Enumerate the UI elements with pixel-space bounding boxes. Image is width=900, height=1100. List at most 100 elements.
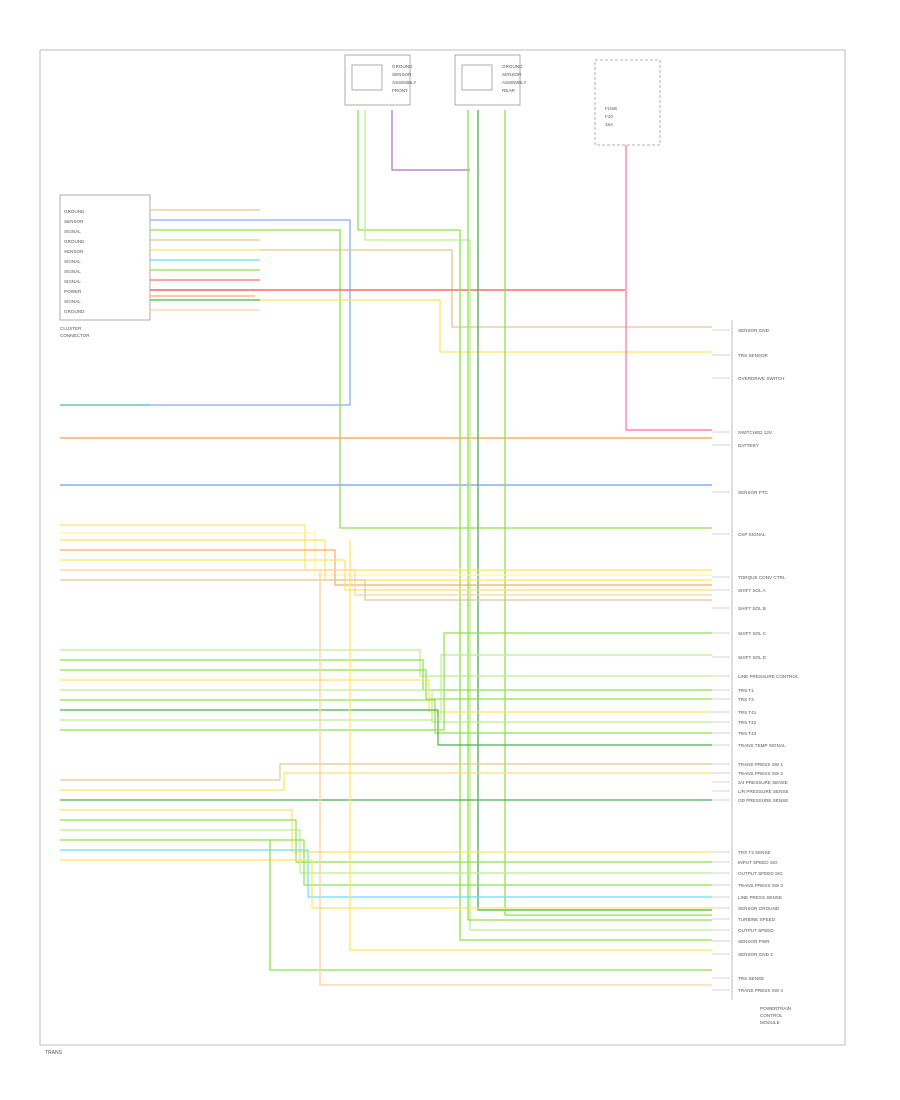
wire-group2 bbox=[60, 709, 712, 746]
pcm-label-line-1: POWERTRAIN bbox=[760, 1006, 791, 1011]
pcm-pin-label: SHIFT SOL D bbox=[738, 655, 767, 660]
pcm-pin-label: TORQUE CONV CTRL bbox=[738, 575, 786, 580]
wire-group1 bbox=[60, 532, 712, 576]
left-connector-pin-5: SENSOR bbox=[64, 249, 84, 254]
wire-yellow-trs bbox=[260, 299, 712, 353]
top-component-2: GROUND SENSOR ASSEMBLY REAR bbox=[454, 54, 526, 106]
pcm-pin-label: SENSOR PWR bbox=[738, 939, 770, 944]
wire-yellow-bottom bbox=[349, 540, 712, 951]
left-connector-pin-10: SIGNAL bbox=[64, 299, 81, 304]
wire-green-to-pcm bbox=[260, 229, 712, 529]
wire-group2 bbox=[60, 669, 712, 700]
pcm-pin-label: TRS T3 SENSE bbox=[738, 850, 771, 855]
pcm-pin-label: TRANS TEMP SIGNAL bbox=[738, 743, 786, 748]
wire-group3 bbox=[60, 859, 712, 909]
top-component-2-line-4: REAR bbox=[502, 88, 515, 93]
pcm-pin-label: BATTERY bbox=[738, 443, 759, 448]
pcm-pin-label: TRS T42 bbox=[738, 720, 757, 725]
pcm-pin-label: TRANS PRESS SW 3 bbox=[738, 883, 783, 888]
wire-group2 bbox=[60, 679, 712, 713]
wire-group1 bbox=[60, 549, 712, 586]
wire-layer bbox=[60, 110, 730, 991]
wire-green-top1-a bbox=[357, 110, 712, 941]
wire-tan-sensor-gnd bbox=[260, 249, 712, 328]
pcm-pin-label: TRS SENSE bbox=[738, 976, 764, 981]
wire-group1 bbox=[60, 559, 712, 591]
pcm-pin-label: INPUT SPEED SIG bbox=[738, 860, 778, 865]
wire-group2 bbox=[60, 649, 712, 677]
left-connector-pin-8: SIGNAL bbox=[64, 279, 81, 284]
wire-pink-power bbox=[625, 145, 712, 431]
top-right-component-line-1: FUSE bbox=[605, 106, 617, 111]
top-component-1-line-3: ASSEMBLY bbox=[392, 80, 416, 85]
pcm-module-label: POWERTRAIN CONTROL MODULE bbox=[760, 1006, 791, 1025]
pcm-label-line-3: MODULE bbox=[760, 1020, 780, 1025]
top-component-1: GROUND SENSOR ASSEMBLY FRONT bbox=[344, 54, 416, 106]
wire-blue-loop bbox=[150, 219, 351, 406]
pcm-pin-label: TRANS PRESS SW 4 bbox=[738, 988, 783, 993]
pcm-pin-label: LINE PRESSURE CONTROL bbox=[738, 674, 799, 679]
wire-green-top1-b bbox=[364, 110, 712, 931]
pcm-pin-label: TRS SENSOR bbox=[738, 353, 769, 358]
wire-group2 bbox=[60, 654, 712, 721]
pcm-pin-label: TRS T41 bbox=[738, 710, 757, 715]
pcm-pin-label: TRS T1 bbox=[738, 688, 754, 693]
wire-group3 bbox=[60, 763, 712, 781]
wire-group1 bbox=[60, 524, 712, 571]
pcm-pin-label: OUTPUT SPEED bbox=[738, 928, 774, 933]
left-connector-pin-3: SIGNAL bbox=[64, 229, 81, 234]
left-connector: GROUND SENSOR SIGNAL GROUND SENSOR SIGNA… bbox=[59, 194, 151, 338]
pcm-pin-label: LINE PRESS SENSE bbox=[738, 895, 782, 900]
left-connector-pin-2: SENSOR bbox=[64, 219, 84, 224]
top-component-1-line-1: GROUND bbox=[392, 64, 413, 69]
left-connector-pin-1: GROUND bbox=[64, 209, 85, 214]
pcm-pin-label: 2/4 PRESSURE SENSE bbox=[738, 780, 788, 785]
wire-group3 bbox=[60, 829, 712, 874]
pcm-pin-label: TRS T44 bbox=[738, 731, 757, 736]
wire-green-bottom bbox=[269, 840, 712, 971]
pcm-pin-label: CKP SIGNAL bbox=[738, 532, 766, 537]
top-component-1-line-2: SENSOR bbox=[392, 72, 412, 77]
wire-group2 bbox=[60, 689, 712, 723]
pcm-pin-label: SENSOR GND bbox=[738, 328, 770, 333]
pcm-pin-label: L/R PRESSURE SENSE bbox=[738, 789, 789, 794]
pcm-pin-label: SENSOR GROUND bbox=[738, 906, 780, 911]
pcm-pin-label: SENSOR PTC bbox=[738, 490, 769, 495]
pcm-pin-label: OVERDRIVE SWITCH bbox=[738, 376, 784, 381]
top-component-2-line-2: SENSOR bbox=[502, 72, 522, 77]
wire-group3 bbox=[60, 839, 712, 886]
wire-group3 bbox=[60, 819, 712, 863]
left-connector-pin-11: GROUND bbox=[64, 309, 85, 314]
top-right-component-line-2: F10 bbox=[605, 114, 613, 119]
pcm-pin-label: SHIFT SOL C bbox=[738, 631, 767, 636]
top-right-component: FUSE F10 15A bbox=[594, 59, 661, 146]
left-connector-pin-9: POWER bbox=[64, 289, 82, 294]
pcm-pin-label: TRANS PRESS SW 2 bbox=[738, 771, 783, 776]
wire-group2 bbox=[60, 699, 712, 734]
wire-group3 bbox=[60, 809, 712, 853]
page-label: TRANS bbox=[45, 1050, 63, 1056]
pcm-label-line-2: CONTROL bbox=[760, 1013, 783, 1018]
wire-group1 bbox=[60, 569, 712, 596]
wire-group2 bbox=[60, 659, 712, 691]
wire-group1 bbox=[60, 579, 712, 601]
wire-group3 bbox=[60, 772, 712, 791]
wire-group3 bbox=[60, 849, 712, 898]
pcm-pin-label: TURBINE SPEED bbox=[738, 917, 776, 922]
top-right-component-line-3: 15A bbox=[605, 122, 614, 127]
diagram-frame bbox=[39, 49, 846, 1046]
left-connector-pin-4: GROUND bbox=[64, 239, 85, 244]
pcm-pin-label: SHIFT SOL A bbox=[738, 588, 767, 593]
pcm-pin-label: OD PRESSURE SENSE bbox=[738, 798, 788, 803]
pcm-pin-label: OUTPUT SPEED SIG bbox=[738, 871, 783, 876]
pcm-pin-label: SHIFT SOL B bbox=[738, 606, 766, 611]
wire-group2 bbox=[60, 632, 712, 731]
top-component-2-line-1: GROUND bbox=[502, 64, 523, 69]
left-connector-caption-1: CLUSTER bbox=[60, 326, 82, 331]
wire-green-top2-c bbox=[504, 110, 712, 916]
top-component-2-line-3: ASSEMBLY bbox=[502, 80, 526, 85]
left-connector-pin-6: SIGNAL bbox=[64, 259, 81, 264]
wire-orange-bottom bbox=[319, 570, 712, 986]
